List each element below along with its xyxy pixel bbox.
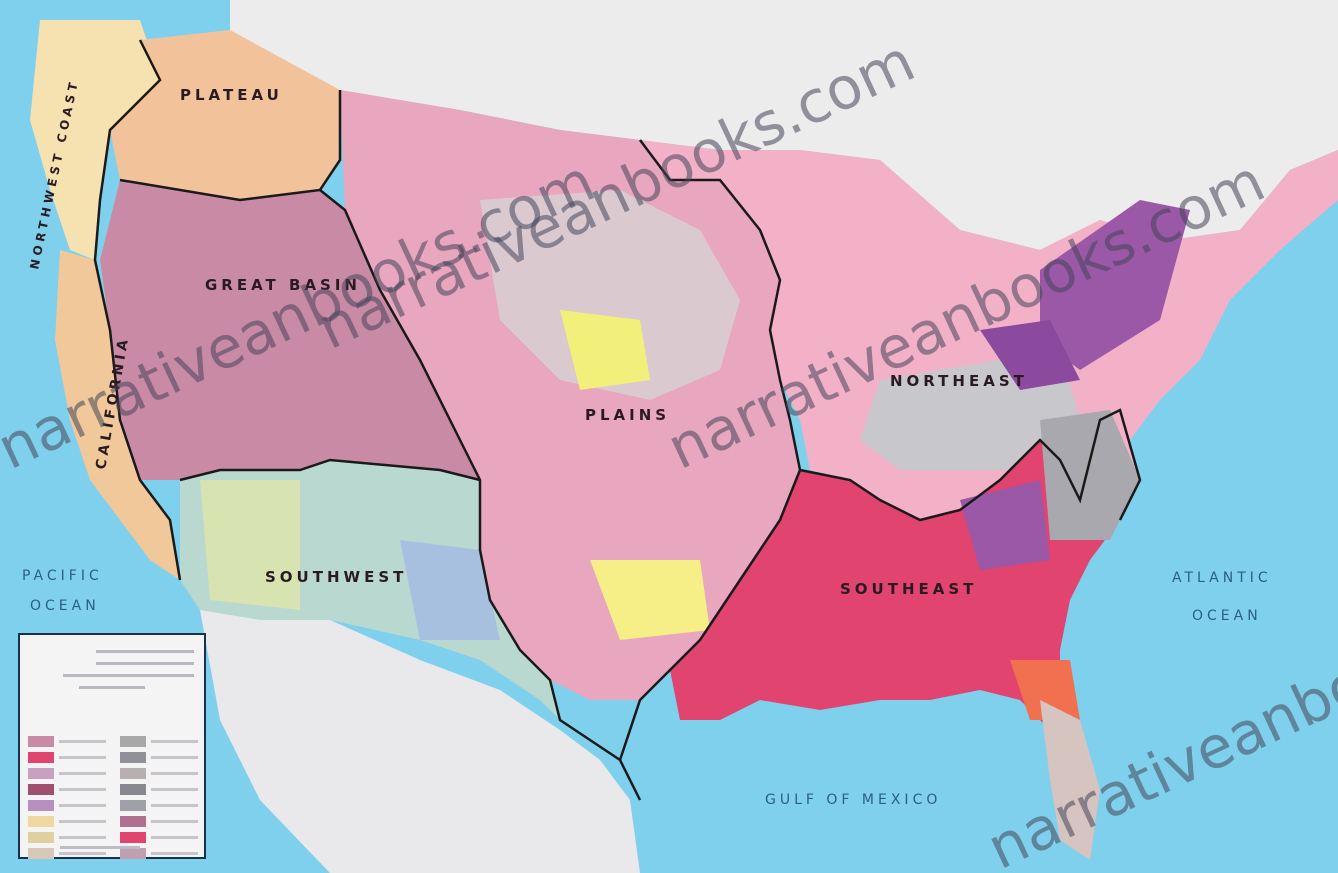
label-plateau: PLATEAU [180, 86, 283, 104]
gulf-of-mexico [640, 690, 1100, 873]
legend-swatch [28, 736, 54, 747]
northeast-purple-block [1040, 200, 1190, 370]
southeast-grey-block [1040, 410, 1140, 540]
legend-label-line [59, 852, 106, 855]
border-basin-plains [319, 189, 642, 801]
legend-swatch [120, 832, 146, 843]
legend-swatch [28, 816, 54, 827]
legend-label-line [151, 804, 198, 807]
southeast-purple-block [960, 480, 1050, 570]
legend-swatches-right [120, 735, 198, 863]
plains-grey-block [480, 190, 740, 400]
label-plains: PLAINS [585, 406, 670, 424]
legend-label-line [59, 836, 106, 839]
mexico-land [200, 610, 640, 873]
legend-swatch [120, 784, 146, 795]
legend-label-line [59, 772, 106, 775]
legend-label-line [59, 756, 106, 759]
legend-row-right-2 [120, 767, 198, 780]
southwest-green-block [200, 480, 300, 610]
label-atlantic-1: ATLANTIC [1172, 570, 1272, 586]
legend-label-line [151, 836, 198, 839]
canada-land [230, 0, 1338, 250]
legend-label-line [59, 820, 106, 823]
legend-label-line [151, 852, 198, 855]
plains-yellow-block-2 [590, 560, 710, 640]
legend-row-left-6 [28, 831, 106, 844]
southwest-blue-block [400, 540, 500, 640]
legend-swatch [28, 768, 54, 779]
legend-row-left-0 [28, 735, 106, 748]
label-gulf: GULF OF MEXICO [765, 792, 941, 808]
label-great-basin: GREAT BASIN [205, 276, 361, 294]
legend-row-right-6 [120, 831, 198, 844]
legend-row-left-1 [28, 751, 106, 764]
label-northeast: NORTHEAST [890, 372, 1028, 390]
legend-header-lines [30, 641, 194, 731]
legend-swatch [120, 800, 146, 811]
legend-label-line [59, 804, 106, 807]
border-basin-southwest [179, 458, 481, 482]
label-southwest: SOUTHWEST [265, 568, 407, 586]
legend-row-right-3 [120, 783, 198, 796]
legend-row-right-4 [120, 799, 198, 812]
legend-label-line [151, 788, 198, 791]
legend-row-left-3 [28, 783, 106, 796]
legend-label-line [151, 820, 198, 823]
legend-row-right-7 [120, 847, 198, 860]
legend-label-line [151, 772, 198, 775]
region-california [55, 250, 180, 580]
legend-swatch [120, 768, 146, 779]
legend-swatch [28, 752, 54, 763]
legend-swatch [120, 848, 146, 859]
border-plains-east [618, 139, 802, 761]
region-northwest-coast [30, 20, 160, 260]
plains-yellow-block [560, 310, 650, 390]
label-southeast: SOUTHEAST [840, 580, 977, 598]
region-great-basin [100, 180, 480, 480]
southeast-orange-block [1010, 660, 1080, 720]
legend-swatches-left [28, 735, 106, 863]
border-west [93, 39, 182, 581]
northeast-purple-block-2 [980, 320, 1080, 390]
legend-swatch [28, 848, 54, 859]
label-pacific-1: PACIFIC [22, 568, 103, 584]
legend-swatch [120, 816, 146, 827]
legend-label-line [151, 740, 198, 743]
legend-footer-line [60, 846, 140, 849]
legend-row-right-0 [120, 735, 198, 748]
legend-swatch [28, 832, 54, 843]
legend-label-line [151, 756, 198, 759]
legend-row-right-5 [120, 815, 198, 828]
label-atlantic-2: OCEAN [1192, 608, 1262, 624]
florida-peninsula [1040, 700, 1100, 860]
legend-row-left-7 [28, 847, 106, 860]
legend-row-left-4 [28, 799, 106, 812]
legend-row-left-5 [28, 815, 106, 828]
map-legend [18, 633, 206, 859]
region-plateau [110, 30, 340, 200]
legend-label-line [59, 740, 106, 743]
legend-swatch [120, 752, 146, 763]
legend-row-right-1 [120, 751, 198, 764]
legend-swatch [28, 800, 54, 811]
legend-label-line [59, 788, 106, 791]
legend-row-left-2 [28, 767, 106, 780]
border-northeast-southeast [799, 408, 1142, 522]
legend-swatch [120, 736, 146, 747]
label-pacific-2: OCEAN [30, 598, 100, 614]
legend-swatch [28, 784, 54, 795]
